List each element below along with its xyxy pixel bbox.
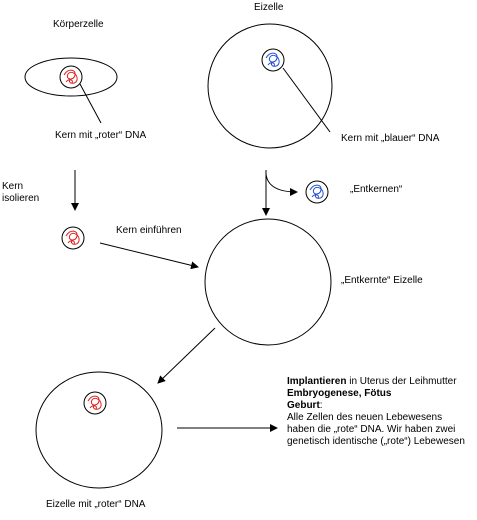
label-kern-roter-dna: Kern mit „roter“ DNA xyxy=(55,130,147,141)
koerperzelle-cell xyxy=(24,57,118,97)
label-entkernte-eizelle: „Entkernte“ Eizelle xyxy=(341,275,423,286)
red-dna-nucleus-icon xyxy=(59,65,83,89)
arrow-kern-einfuehren xyxy=(99,242,199,270)
implantieren-bold: Implantieren xyxy=(287,376,347,387)
eizelle-cell xyxy=(207,23,333,149)
blue-dna-nucleus-icon xyxy=(261,48,285,72)
label-koerperzelle: Körperzelle xyxy=(53,19,104,30)
geburt-bold: Geburt xyxy=(287,400,320,411)
geburt-line: Geburt: xyxy=(287,400,472,412)
red-dna-nucleus-icon xyxy=(83,391,107,415)
final-eizelle-cell xyxy=(35,371,163,489)
geburt-rest: : xyxy=(319,400,323,411)
final-description: Implantieren in Uterus der Leihmutter Em… xyxy=(287,376,472,448)
label-eizelle-roter-dna: Eizelle mit „roter“ DNA xyxy=(46,499,146,510)
label-kern-blauer-dna: Kern mit „blauer“ DNA xyxy=(341,133,440,144)
embryogenese-line: Embryogenese, Fötus xyxy=(287,388,472,400)
label-entkernen: „Entkernen“ xyxy=(350,184,403,195)
label-kern-isolieren-line1: Kern xyxy=(2,181,24,192)
red-dna-nucleus-icon xyxy=(61,226,85,250)
entkernte-eizelle-cell xyxy=(204,218,332,346)
label-eizelle: Eizelle xyxy=(254,2,284,13)
label-kern-isolieren-line2: isolieren xyxy=(2,193,40,204)
implantieren-rest: in Uterus der Leihmutter xyxy=(346,376,457,387)
zellen-text: Alle Zellen des neuen Lebewesens haben d… xyxy=(287,412,465,447)
arrow-entkernen xyxy=(265,173,298,196)
arrow-to-final-eizelle xyxy=(157,327,216,384)
embryogenese-bold: Embryogenese, Fötus xyxy=(287,388,392,399)
pointer-line-eizelle xyxy=(282,67,331,133)
label-kern-einfuehren: Kern einführen xyxy=(116,225,182,236)
blue-dna-nucleus-icon xyxy=(305,180,329,204)
implantieren-line: Implantieren in Uterus der Leihmutter xyxy=(287,376,472,388)
pointer-line-koerperzelle xyxy=(79,83,102,124)
